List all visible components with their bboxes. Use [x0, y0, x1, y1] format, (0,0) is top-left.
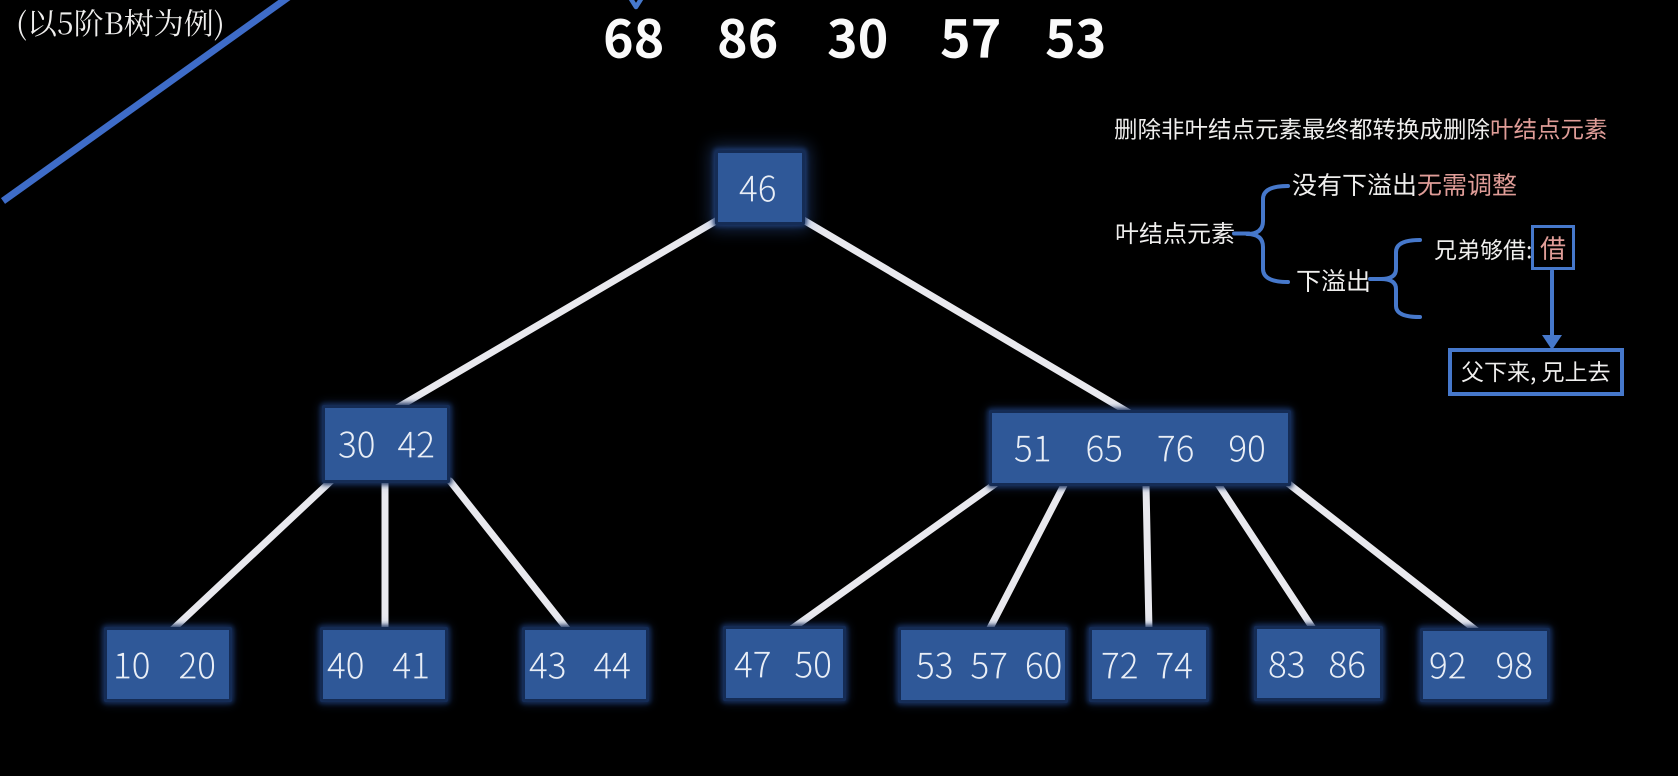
edge-iright-leaf-5: [985, 481, 1068, 634]
tree-node-leaf-8: [1420, 628, 1550, 702]
delete-key-3: [827, 14, 889, 69]
node-keys: [529, 649, 631, 686]
annotation-case-no-underflow: [1292, 173, 1517, 202]
annotation-subcase-text: [1434, 239, 1533, 263]
node-keys: [113, 649, 216, 686]
tree-node-leaf-1: [104, 627, 232, 702]
tree-node-leaf-3: [522, 627, 649, 702]
tree-node-root: [715, 150, 805, 225]
node-keys: [1429, 649, 1533, 686]
tree-node-leaf-6: [1089, 627, 1209, 702]
node-keys: [327, 649, 430, 686]
annotation-branch-label: [1115, 222, 1235, 250]
annotation-rule-normal: [1114, 118, 1490, 143]
annotation-case2-text: [1296, 269, 1371, 295]
edge-root-internal-right: [796, 214, 1137, 419]
node-keys: [1014, 432, 1266, 469]
pointer-arrow-tip-icon: [628, 0, 644, 10]
borrow-note-box: [1448, 348, 1624, 396]
annotation-case1-normal: [1292, 173, 1417, 199]
edge-iright-leaf-7: [1214, 480, 1318, 634]
tree-node-leaf-2: [320, 627, 448, 702]
node-keys: [734, 648, 832, 685]
tree-node-leaf-4: [723, 626, 846, 701]
node-keys: [739, 172, 777, 209]
annotation-sibling-borrow: [1434, 239, 1533, 266]
edge-ileft-leaf-1: [168, 477, 335, 634]
delete-key-1: [603, 14, 665, 69]
brace-right-icon: [1379, 238, 1422, 319]
tree-node-leaf-7: [1254, 626, 1383, 701]
annotation-rule-highlight: [1490, 118, 1608, 143]
delete-key-4: [940, 14, 1002, 69]
tree-node-internal-right: [989, 410, 1291, 486]
node-keys: [338, 428, 435, 465]
borrow-note-text: [1461, 361, 1611, 385]
annotation-case1-highlight: [1417, 173, 1517, 199]
edge-iright-leaf-6: [1142, 481, 1153, 634]
borrow-char-box: [1531, 225, 1575, 270]
brace-left-icon: [1245, 184, 1290, 284]
annotation-branch-text: [1115, 222, 1235, 247]
node-keys: [1268, 648, 1366, 685]
delete-key-5: [1045, 14, 1107, 69]
edge-iright-leaf-4: [786, 480, 999, 634]
edge-iright-leaf-8: [1281, 477, 1481, 635]
annotation-case-underflow: [1296, 269, 1371, 298]
example-note: [16, 9, 225, 41]
tree-node-leaf-5: [898, 627, 1068, 703]
borrow-char: [1540, 235, 1566, 264]
node-keys: [1101, 649, 1193, 686]
delete-key-2: [717, 14, 779, 69]
node-keys: [916, 649, 1063, 686]
annotation-rule: [1114, 118, 1608, 145]
edge-root-internal-left: [386, 214, 725, 416]
edge-ileft-leaf-3: [446, 477, 572, 634]
tree-node-internal-left: [322, 405, 450, 483]
